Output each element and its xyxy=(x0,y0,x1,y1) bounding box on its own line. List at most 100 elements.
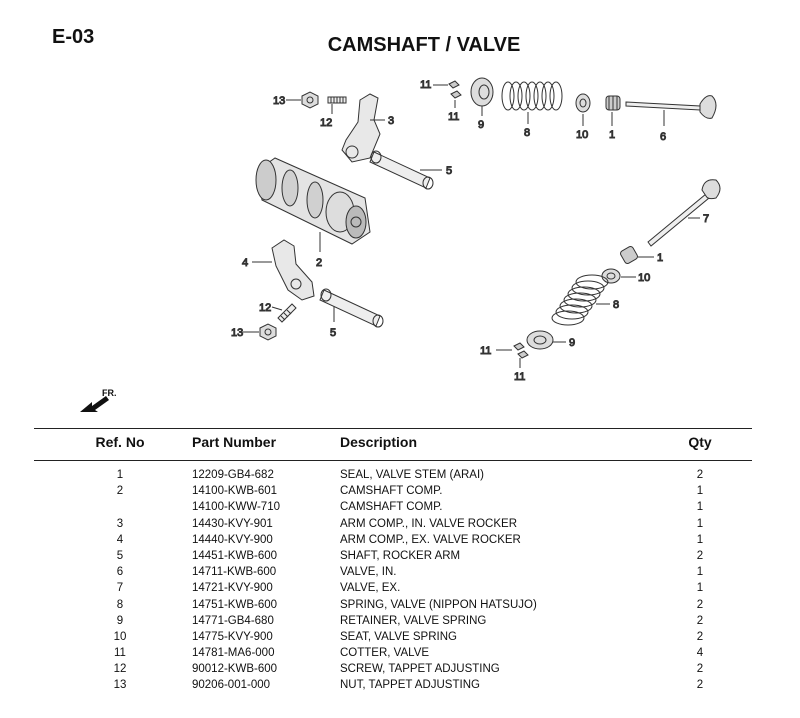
front-label: FR. xyxy=(102,388,117,398)
callout-11-bottom-a: 11 xyxy=(480,345,491,357)
cell-part-number: 14451-KWB-600 xyxy=(192,549,278,562)
front-arrow-icon: FR. xyxy=(80,388,117,412)
header-description: Description xyxy=(340,434,418,450)
exhaust-valve xyxy=(647,179,721,247)
callout-1-top: 1 xyxy=(609,129,615,141)
cell-qty: 2 xyxy=(696,679,704,692)
valve-spring-top xyxy=(501,81,563,111)
exploded-parts-diagram: 13 12 3 5 2 4 12 xyxy=(231,77,721,384)
cell-ref-no: 7 xyxy=(116,582,124,595)
callout-10-bottom: 10 xyxy=(638,272,650,284)
cell-ref-no: 5 xyxy=(116,549,124,562)
callout-10-top: 10 xyxy=(576,129,588,141)
valve-spring-bottom xyxy=(551,274,609,326)
cell-description: VALVE, EX. xyxy=(340,582,401,595)
cell-description: SHAFT, ROCKER ARM xyxy=(340,549,461,562)
camshaft xyxy=(255,157,371,245)
callout-4: 4 xyxy=(242,257,248,269)
cell-qty: 1 xyxy=(696,566,704,579)
callout-7: 7 xyxy=(703,213,709,225)
cell-ref-no: 1 xyxy=(116,469,124,481)
callout-8-bottom: 8 xyxy=(613,299,619,311)
valve-stem-seal-top xyxy=(605,95,621,111)
cell-part-number: 12209-GB4-682 xyxy=(192,469,274,481)
cell-description: COTTER, VALVE xyxy=(340,647,430,660)
header-qty: Qty xyxy=(688,434,712,450)
callout-6: 6 xyxy=(660,131,666,143)
valve-stem-seal-bottom xyxy=(620,246,638,264)
callout-2: 2 xyxy=(316,257,322,269)
callout-9-bottom: 9 xyxy=(569,337,575,349)
header-ref-no: Ref. No xyxy=(95,434,145,450)
parts-table-header: Ref. No Part Number Description Qty xyxy=(0,434,800,454)
cell-part-number: 14440-KVY-900 xyxy=(192,533,273,546)
callout-13-top: 13 xyxy=(273,95,285,107)
table-header-rule xyxy=(34,460,752,461)
callout-11-top-b: 11 xyxy=(448,111,459,123)
cell-qty: 2 xyxy=(696,469,704,481)
rocker-shaft-top xyxy=(369,150,434,190)
rocker-arm-in xyxy=(341,93,381,163)
cell-description: ARM COMP., EX. VALVE ROCKER xyxy=(340,533,521,546)
cell-qty: 1 xyxy=(696,485,704,498)
callout-13-bottom: 13 xyxy=(231,327,243,339)
spring-retainer-bottom xyxy=(526,330,554,350)
cell-ref-no: 10 xyxy=(113,630,127,643)
rocker-shaft-bottom xyxy=(319,288,384,328)
cell-part-number: 14781-MA6-000 xyxy=(192,647,275,660)
cell-ref-no: 11 xyxy=(114,647,126,660)
cell-part-number: 14775-KVY-900 xyxy=(192,630,273,643)
table-row: 5 14451-KWB-600 SHAFT, ROCKER ARM 2 xyxy=(0,550,800,566)
section-code: E-03 xyxy=(52,26,95,48)
cell-description: RETAINER, VALVE SPRING xyxy=(340,614,487,627)
callout-12-top: 12 xyxy=(320,117,332,129)
cell-ref-no: 2 xyxy=(116,485,124,498)
table-row: 11 14781-MA6-000 COTTER, VALVE 4 xyxy=(0,647,800,663)
cell-description: SEAT, VALVE SPRING xyxy=(340,630,457,643)
valve-cotter-bottom xyxy=(513,342,529,359)
front-direction-indicator: FR. xyxy=(78,382,138,421)
cell-part-number: 14100-KWB-601 xyxy=(192,485,278,498)
cell-description: SCREW, TAPPET ADJUSTING xyxy=(340,663,500,676)
cell-description: VALVE, IN. xyxy=(340,566,397,579)
cell-part-number: 14100-KWW-710 xyxy=(192,501,280,514)
tappet-nut-top xyxy=(301,91,319,109)
cell-qty: 1 xyxy=(696,582,704,595)
cell-qty: 1 xyxy=(696,533,704,546)
callout-5-bottom: 5 xyxy=(330,327,336,339)
cell-part-number: 14711-KWB-600 xyxy=(192,566,277,579)
cell-ref-no: 13 xyxy=(113,679,127,692)
cell-qty: 1 xyxy=(696,501,704,514)
cell-qty: 1 xyxy=(696,517,704,530)
cell-qty: 4 xyxy=(696,647,704,660)
cell-description: SPRING, VALVE (NIPPON HATSUJO) xyxy=(340,598,537,611)
spring-retainer-top xyxy=(470,77,494,107)
cell-part-number: 14751-KWB-600 xyxy=(192,598,278,611)
tappet-nut-bottom xyxy=(259,323,277,341)
cell-description: CAMSHAFT COMP. xyxy=(340,485,443,498)
cell-qty: 2 xyxy=(696,598,704,611)
header-part-number: Part Number xyxy=(192,434,277,450)
callout-3: 3 xyxy=(388,115,394,127)
callout-1-bottom: 1 xyxy=(657,252,663,264)
intake-valve xyxy=(625,95,717,119)
cell-qty: 2 xyxy=(696,549,704,562)
cell-part-number: 14430-KVY-901 xyxy=(192,517,273,530)
cell-ref-no: 9 xyxy=(116,614,124,627)
cell-ref-no: 3 xyxy=(116,517,124,530)
table-top-rule xyxy=(34,428,752,429)
callout-9-top: 9 xyxy=(478,119,484,131)
cell-qty: 2 xyxy=(696,663,704,676)
cell-qty: 2 xyxy=(696,630,704,643)
tappet-screw-bottom xyxy=(277,303,297,323)
spring-seat-top xyxy=(575,93,591,113)
